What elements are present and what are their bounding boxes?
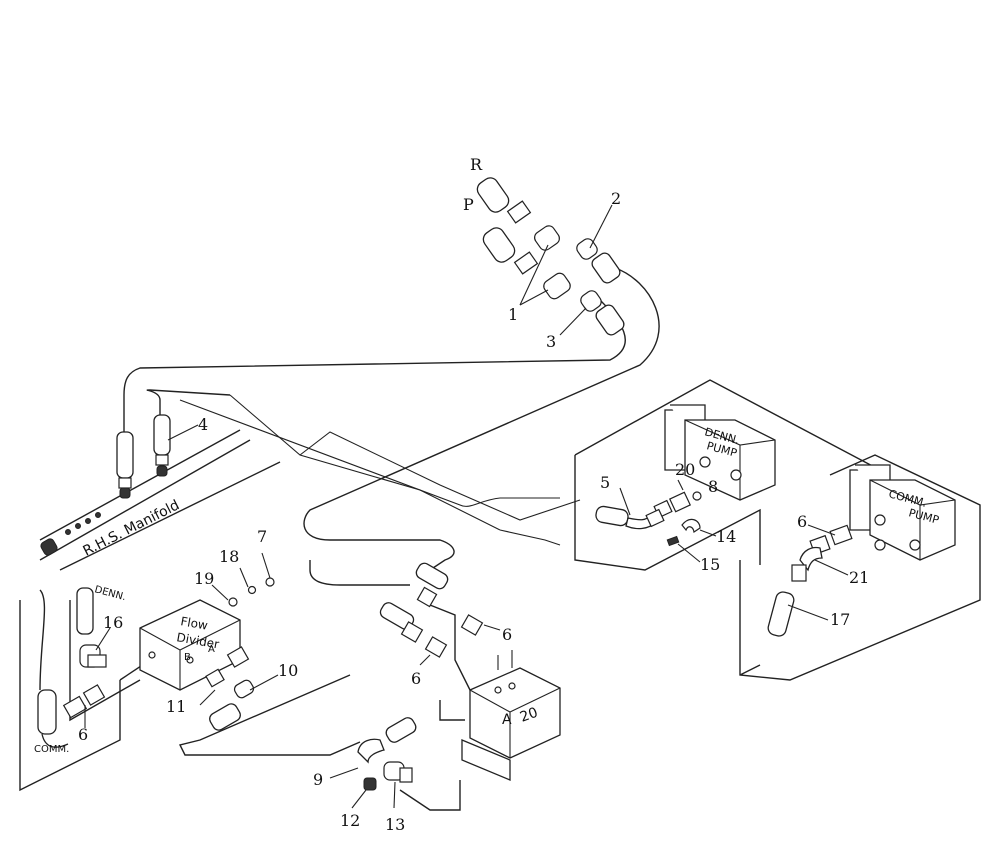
callout-5: 5 bbox=[600, 473, 610, 492]
callout-16: 16 bbox=[103, 613, 123, 632]
hose-routing-lines bbox=[19, 267, 981, 811]
callout-9: 9 bbox=[313, 770, 323, 789]
callout-17: 17 bbox=[830, 610, 850, 629]
callout-19: 19 bbox=[194, 569, 214, 588]
flow-divider-label-1: Flow bbox=[179, 614, 209, 633]
flow-divider-port-a: A bbox=[208, 644, 215, 655]
callout-4: 4 bbox=[198, 415, 208, 434]
callout-1: 1 bbox=[508, 305, 518, 324]
callout-6-left: 6 bbox=[78, 725, 88, 744]
callout-12: 12 bbox=[340, 811, 360, 830]
manifold-fittings bbox=[40, 414, 199, 556]
valve-20-label: 20 bbox=[518, 705, 540, 726]
callout-8: 8 bbox=[708, 477, 718, 496]
callout-7: 7 bbox=[257, 527, 267, 546]
part-callouts: R P 2 1 3 4 5 20 8 14 15 6 21 17 6 6 7 1… bbox=[78, 155, 869, 834]
callout-3: 3 bbox=[546, 332, 556, 351]
denn-hose-label: DENN. bbox=[93, 584, 127, 603]
quick-coupler-assembly bbox=[476, 177, 625, 336]
callout-6-valve-b: 6 bbox=[411, 669, 421, 688]
valve-port-a-label: A bbox=[502, 712, 512, 728]
callout-R: R bbox=[470, 155, 483, 174]
flow-divider bbox=[139, 552, 279, 731]
comm-hose-label: COMM. bbox=[34, 744, 69, 755]
callout-11: 11 bbox=[166, 697, 186, 716]
denn-pump bbox=[595, 404, 776, 563]
callout-18: 18 bbox=[219, 547, 239, 566]
callout-6-valve-a: 6 bbox=[502, 625, 512, 644]
callout-13: 13 bbox=[385, 815, 405, 834]
callout-2: 2 bbox=[611, 189, 621, 208]
left-hose-group bbox=[37, 587, 111, 748]
callout-6-comm: 6 bbox=[797, 512, 807, 531]
flow-divider-port-b: B bbox=[184, 652, 191, 663]
directional-valve-block bbox=[329, 562, 561, 809]
callout-14: 14 bbox=[716, 527, 736, 546]
callout-21: 21 bbox=[849, 568, 869, 587]
comm-pump bbox=[767, 464, 956, 637]
callout-10: 10 bbox=[278, 661, 298, 680]
callout-P: P bbox=[463, 195, 474, 214]
callout-20: 20 bbox=[675, 460, 695, 479]
callout-15: 15 bbox=[700, 555, 720, 574]
